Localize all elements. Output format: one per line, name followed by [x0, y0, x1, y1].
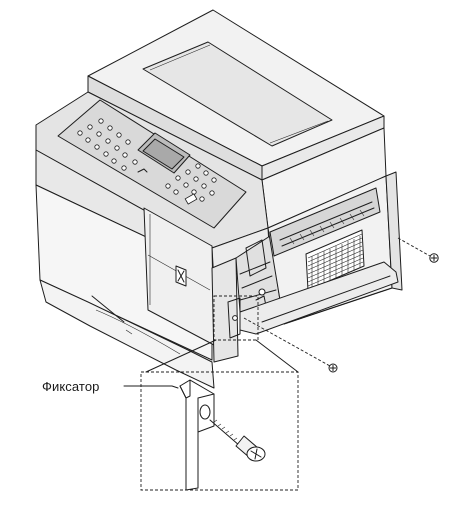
callout-leader-left [145, 339, 217, 373]
latch-label: Фиксатор [42, 379, 100, 394]
screw-icon [209, 419, 266, 462]
keypad-buttons [77, 118, 217, 202]
scanner-lid [87, 9, 385, 181]
latch-bracket-small [227, 297, 241, 339]
control-panel [57, 99, 247, 229]
callout-leader-right [255, 339, 299, 373]
detail-box [140, 371, 299, 491]
label-leader [123, 385, 179, 389]
inner-mechanism [235, 235, 281, 313]
screw-guide-line-center [243, 317, 331, 367]
screw-icon [429, 253, 439, 263]
screw-icon [328, 363, 338, 373]
xerox-logo-icon [175, 265, 187, 287]
vent-grille [305, 229, 365, 291]
bracket-icon [179, 379, 215, 491]
screw-guide-line-right [397, 237, 431, 257]
latch-highlight-box [213, 295, 259, 341]
